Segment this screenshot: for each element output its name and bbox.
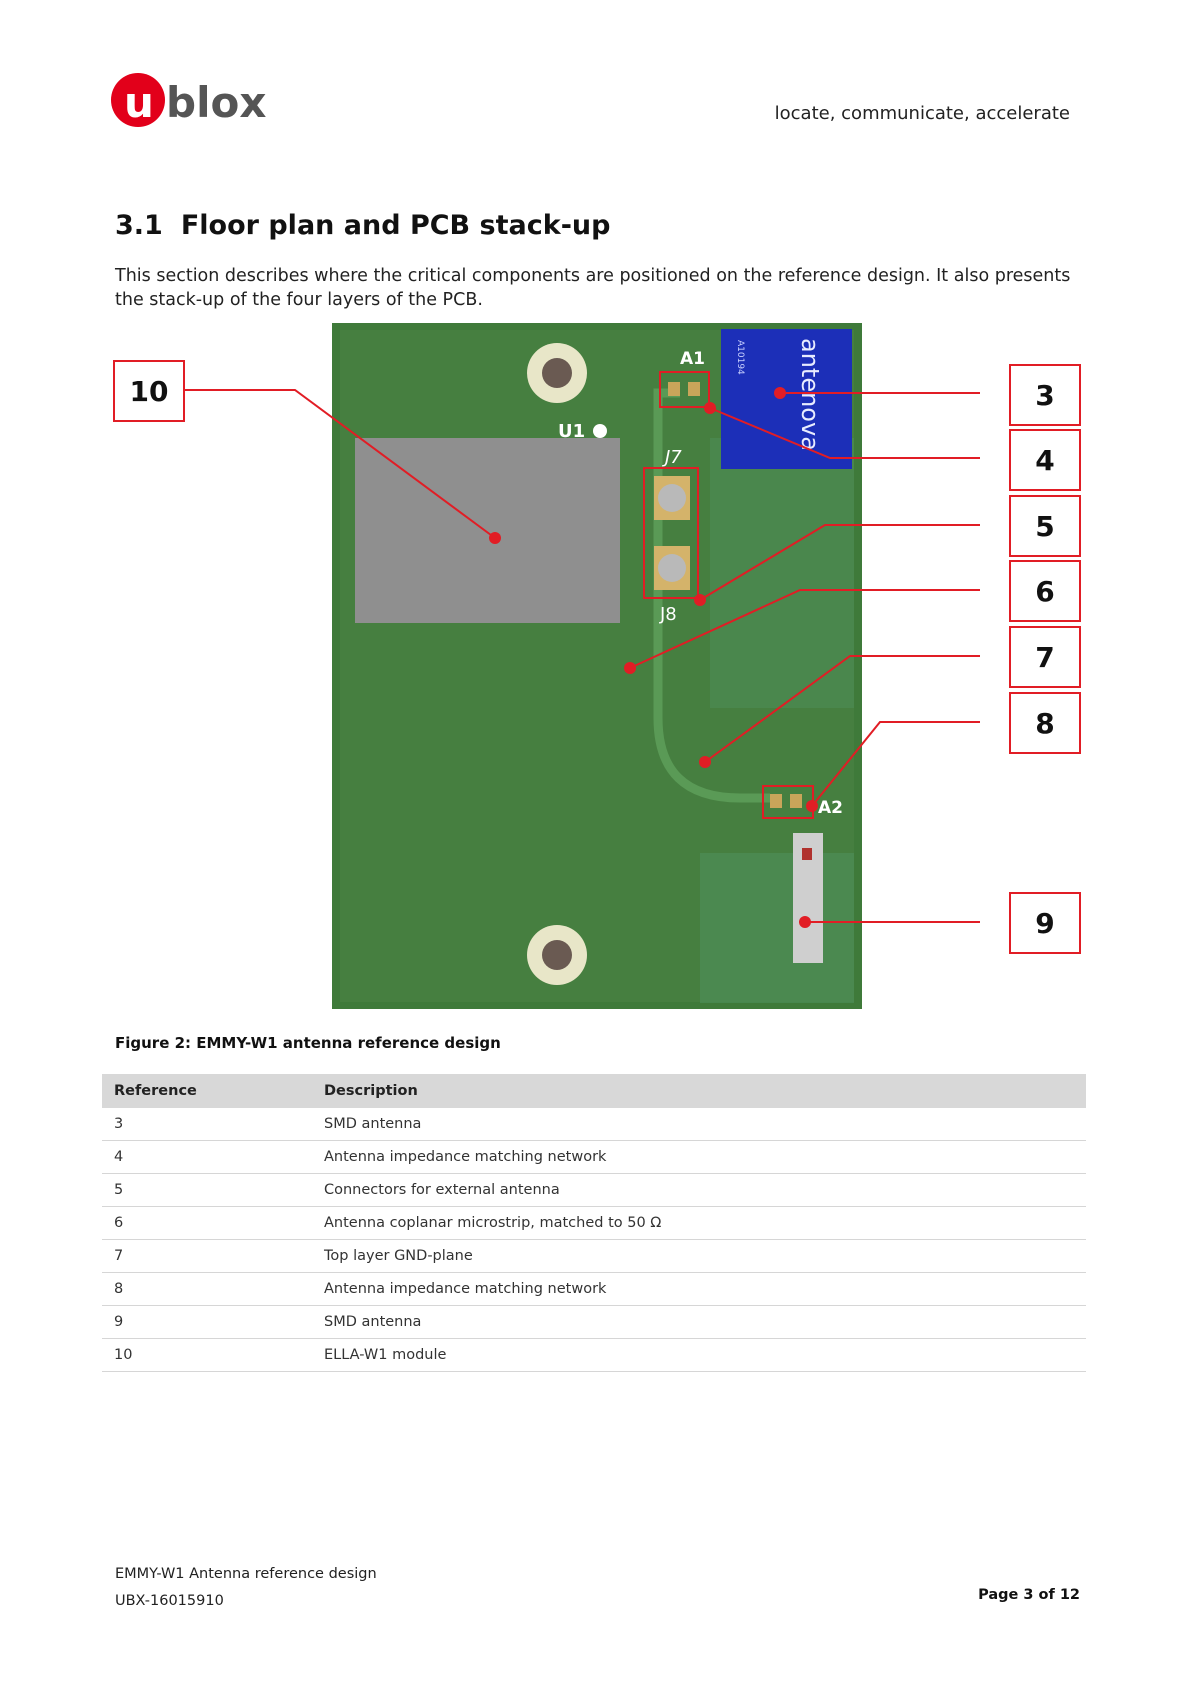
leader-4 (709, 407, 980, 459)
page-number: Page 3 of 12 (978, 1587, 1080, 1603)
callout-8: 8 (1009, 692, 1081, 754)
description-cell: Antenna impedance matching network (312, 1140, 1086, 1174)
j8-connector-center (658, 554, 686, 582)
callout-7-label: 7 (1035, 641, 1054, 674)
table-header-row: Reference Description (102, 1074, 1086, 1108)
a1-label: A1 (680, 349, 705, 369)
section-heading: 3.1 Floor plan and PCB stack-up (115, 210, 610, 241)
description-cell: SMD antenna (312, 1305, 1086, 1339)
tagline: locate, communicate, accelerate (774, 103, 1070, 124)
reference-cell: 4 (102, 1140, 312, 1174)
callout-dot-8 (806, 800, 818, 812)
callout-dot-7 (699, 756, 711, 768)
footer-doc-title: EMMY-W1 Antenna reference design (115, 1566, 377, 1582)
mounting-hole-bottom-inner (542, 940, 572, 970)
column-header-reference: Reference (102, 1074, 312, 1108)
reference-cell: 9 (102, 1305, 312, 1339)
logo-blox-letters: blox (166, 78, 266, 127)
callout-9-label: 9 (1035, 907, 1054, 940)
callout-dot-5 (694, 594, 706, 606)
callout-5-label: 5 (1035, 510, 1054, 543)
pcb-figure: U1 antenova A10194 A1 J7 J8 A2 (100, 318, 1100, 1018)
callout-4-label: 4 (1035, 444, 1054, 477)
callout-dot-4 (704, 402, 716, 414)
a1-component (668, 382, 680, 396)
callout-3-label: 3 (1035, 379, 1054, 412)
callout-dot-10 (489, 532, 501, 544)
section-intro: This section describes where the critica… (115, 266, 1071, 310)
callout-3: 3 (1009, 364, 1081, 426)
callout-dots (489, 387, 818, 928)
section-title: Floor plan and PCB stack-up (180, 210, 611, 241)
reference-cell: 3 (102, 1108, 312, 1141)
leader-6 (629, 589, 980, 669)
ublox-logo: u blox (110, 70, 280, 130)
callout-7: 7 (1009, 626, 1081, 688)
callout-5: 5 (1009, 495, 1081, 557)
callout-6-label: 6 (1035, 575, 1054, 608)
description-cell: SMD antenna (312, 1108, 1086, 1141)
callout-8-label: 8 (1035, 707, 1054, 740)
logo-u-letter: u (124, 78, 154, 127)
reference-cell: 6 (102, 1206, 312, 1240)
a2-component (790, 794, 802, 808)
smd-antenna-a1 (721, 329, 852, 469)
j8-label: J8 (659, 604, 677, 625)
antenna-keepout-area-2 (700, 853, 854, 1003)
reference-cell: 5 (102, 1173, 312, 1207)
reference-cell: 7 (102, 1239, 312, 1273)
callout-6: 6 (1009, 560, 1081, 622)
ella-w1-module (355, 438, 620, 623)
leader-10 (185, 389, 496, 539)
smd-antenna-9-mark (802, 848, 812, 860)
footer-doc-number: UBX-16015910 (115, 1593, 224, 1609)
footer-doc-info: EMMY-W1 Antenna reference design UBX-160… (115, 1561, 377, 1615)
leader-5 (699, 524, 980, 601)
antenna-keepout-area (710, 438, 854, 708)
u1-label: U1 (558, 421, 585, 442)
leader-7 (704, 655, 980, 763)
a2-component (770, 794, 782, 808)
callout-dot-3 (774, 387, 786, 399)
description-cell: Antenna coplanar microstrip, matched to … (312, 1206, 1086, 1240)
reference-cell: 10 (102, 1338, 312, 1372)
microstrip-trace (653, 388, 770, 803)
a1-matching-box (659, 371, 710, 408)
logo-circle (111, 73, 165, 127)
callout-10: 10 (113, 360, 185, 422)
antenna-brand-label: antenova (796, 338, 824, 451)
a1-component (688, 382, 700, 396)
mounting-hole-top-inner (542, 358, 572, 388)
callout-leader-lines (185, 389, 980, 923)
u1-pin1-dot (593, 424, 607, 438)
section-number: 3.1 (115, 210, 163, 241)
callout-10-label: 10 (130, 375, 169, 408)
connectors-box (643, 467, 699, 599)
column-header-description: Description (312, 1074, 1086, 1108)
figure-caption: Figure 2: EMMY-W1 antenna reference desi… (115, 1034, 501, 1052)
description-cell: Top layer GND-plane (312, 1239, 1086, 1273)
reference-cell: 8 (102, 1272, 312, 1306)
callout-dot-9 (799, 916, 811, 928)
callout-9: 9 (1009, 892, 1081, 954)
description-cell: ELLA-W1 module (312, 1338, 1086, 1372)
callout-4: 4 (1009, 429, 1081, 491)
description-cell: Antenna impedance matching network (312, 1272, 1086, 1306)
leader-8 (811, 721, 980, 807)
description-cell: Connectors for external antenna (312, 1173, 1086, 1207)
antenna-part-label: A10194 (735, 340, 745, 375)
callout-dot-6 (624, 662, 636, 674)
j7-connector-center (658, 484, 686, 512)
a2-label: A2 (818, 798, 843, 818)
j7-label: J7 (662, 447, 682, 468)
